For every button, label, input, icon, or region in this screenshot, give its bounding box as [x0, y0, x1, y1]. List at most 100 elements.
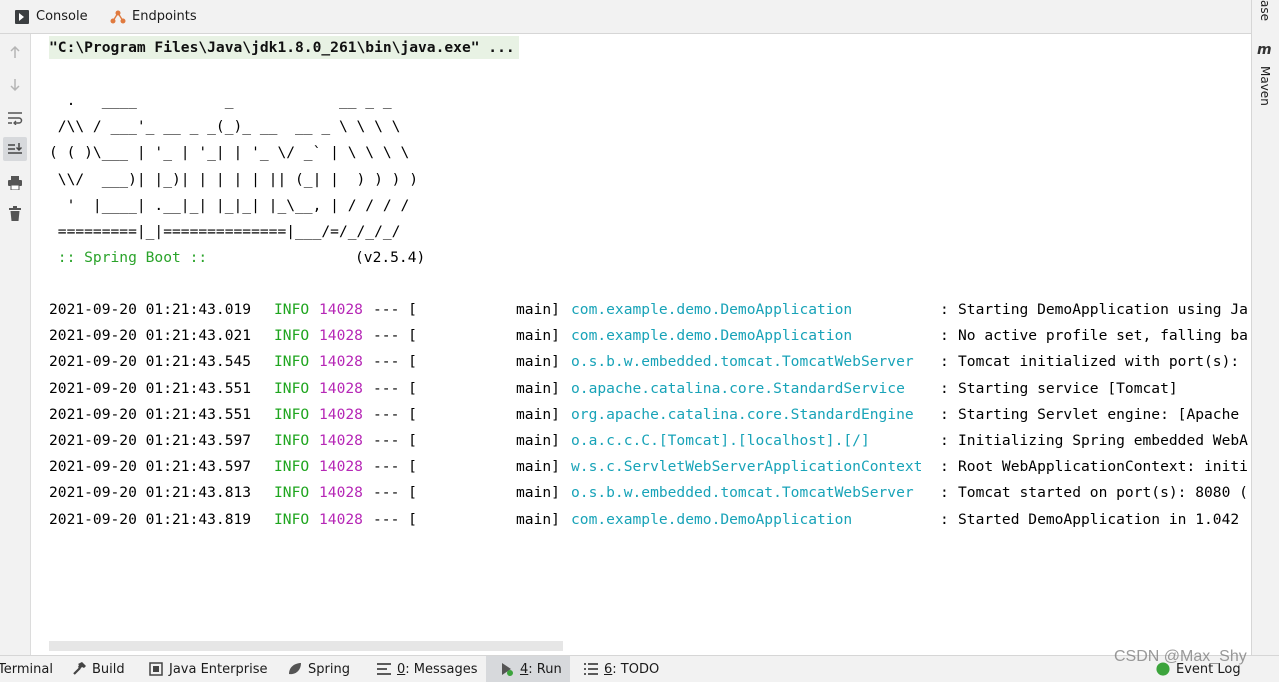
log-colon: : — [940, 431, 949, 449]
log-message: Initializing Spring embedded WebA — [958, 431, 1248, 449]
trash-icon[interactable] — [3, 202, 27, 226]
build-tab[interactable]: Build — [72, 656, 125, 682]
log-date: 2021-09-20 01:21:43.597 — [49, 431, 252, 449]
spring-ascii-banner: . ____ _ __ _ _ /\\ / ___'_ __ _ _(_)_ _… — [49, 92, 419, 241]
java-enterprise-tab[interactable]: Java Enterprise — [149, 656, 267, 682]
log-level: INFO — [274, 353, 310, 371]
log-thread: main] — [516, 379, 560, 397]
spring-boot-version-line: :: Spring Boot :: (v2.5.4) — [49, 245, 426, 271]
log-colon: : — [940, 379, 949, 397]
log-thread: main] — [516, 458, 560, 476]
log-logger: o.s.b.w.embedded.tomcat.TomcatWebServer — [571, 484, 914, 502]
log-message: Starting Servlet engine: [Apache — [958, 405, 1248, 423]
log-logger: com.example.demo.DemoApplication — [571, 510, 853, 528]
log-pid: 14028 — [319, 458, 363, 476]
down-arrow-icon[interactable] — [3, 73, 27, 97]
up-arrow-icon[interactable] — [3, 40, 27, 64]
scroll-to-end-icon[interactable] — [3, 137, 27, 161]
log-separator: --- [ — [373, 484, 417, 502]
print-icon[interactable] — [3, 171, 27, 195]
tab-console-label: Console — [36, 9, 88, 24]
right-tool-strip: ase m Maven — [1251, 0, 1279, 655]
log-level: INFO — [274, 301, 310, 318]
log-thread: main] — [516, 431, 560, 449]
log-pid: 14028 — [319, 431, 363, 449]
run-tab-label: : Run — [528, 661, 562, 677]
maven-tool-label[interactable]: Maven — [1258, 66, 1272, 106]
log-colon: : — [940, 301, 949, 318]
log-pid: 14028 — [319, 301, 363, 318]
tab-endpoints[interactable]: Endpoints — [110, 0, 197, 33]
messages-tab[interactable]: 0: Messages — [377, 656, 478, 682]
log-pid: 14028 — [319, 510, 363, 528]
bottom-tool-bar: Terminal Build Java Enterprise Spring 0:… — [0, 655, 1279, 682]
log-message: Starting service [Tomcat] — [958, 379, 1178, 397]
log-level: INFO — [274, 379, 310, 397]
log-date: 2021-09-20 01:21:43.819 — [49, 510, 252, 528]
spring-boot-version: (v2.5.4) — [355, 249, 426, 266]
build-tab-label: Build — [92, 661, 125, 677]
hammer-icon — [72, 662, 86, 676]
todo-tab-label: : TODO — [612, 661, 660, 677]
log-logger: o.s.b.w.embedded.tomcat.TomcatWebServer — [571, 353, 914, 371]
log-logger: o.apache.catalina.core.StandardService — [571, 379, 905, 397]
todo-tab[interactable]: 6: TODO — [584, 656, 659, 682]
run-tab-key: 4 — [520, 661, 529, 677]
console-toolbar — [0, 34, 31, 655]
log-pid: 14028 — [319, 484, 363, 502]
log-date: 2021-09-20 01:21:43.021 — [49, 327, 252, 345]
console-icon — [14, 9, 30, 25]
log-thread: main] — [516, 510, 560, 528]
log-level: INFO — [274, 484, 310, 502]
csdn-watermark: CSDN @Max_Shy — [1114, 648, 1247, 665]
spring-tab-label: Spring — [308, 661, 350, 677]
log-message: Starting DemoApplication using Ja — [958, 301, 1248, 318]
log-logger: com.example.demo.DemoApplication — [571, 327, 853, 345]
horizontal-scrollbar[interactable] — [49, 641, 563, 651]
maven-icon: m — [1257, 42, 1272, 58]
spring-tab[interactable]: Spring — [288, 656, 350, 682]
tab-endpoints-label: Endpoints — [132, 9, 197, 24]
java-enterprise-icon — [149, 662, 163, 676]
log-message: Root WebApplicationContext: initi — [958, 458, 1248, 476]
log-message: No active profile set, falling ba — [958, 327, 1248, 345]
log-level: INFO — [274, 458, 310, 476]
log-level: INFO — [274, 510, 310, 528]
soft-wrap-icon[interactable] — [3, 106, 27, 130]
log-pid: 14028 — [319, 353, 363, 371]
spring-leaf-icon — [288, 662, 302, 676]
database-tool-label[interactable]: ase — [1258, 0, 1272, 21]
log-separator: --- [ — [373, 353, 417, 371]
messages-icon — [377, 662, 391, 676]
log-date: 2021-09-20 01:21:43.551 — [49, 379, 252, 397]
log-thread: main] — [516, 301, 560, 318]
log-colon: : — [940, 484, 949, 502]
tab-console[interactable]: Console — [14, 0, 88, 33]
log-logger: w.s.c.ServletWebServerApplicationContext — [571, 458, 923, 476]
log-separator: --- [ — [373, 379, 417, 397]
log-date: 2021-09-20 01:21:43.545 — [49, 353, 252, 371]
log-separator: --- [ — [373, 458, 417, 476]
log-colon: : — [940, 353, 949, 371]
messages-tab-label: : Messages — [405, 661, 478, 677]
log-logger: o.a.c.c.C.[Tomcat].[localhost].[/] — [571, 431, 870, 449]
run-tab[interactable]: 4: Run — [486, 656, 570, 682]
log-separator: --- [ — [373, 327, 417, 345]
log-thread: main] — [516, 353, 560, 371]
log-thread: main] — [516, 405, 560, 423]
log-separator: --- [ — [373, 431, 417, 449]
log-logger: com.example.demo.DemoApplication — [571, 301, 853, 318]
log-level: INFO — [274, 327, 310, 345]
log-message: Tomcat initialized with port(s): — [958, 353, 1248, 371]
log-colon: : — [940, 405, 949, 423]
log-level: INFO — [274, 431, 310, 449]
endpoints-icon — [110, 9, 126, 25]
terminal-tab[interactable]: Terminal — [0, 656, 53, 682]
log-message: Started DemoApplication in 1.042 — [958, 510, 1248, 528]
log-colon: : — [940, 458, 949, 476]
console-output[interactable]: "C:\Program Files\Java\jdk1.8.0_261\bin\… — [31, 34, 1251, 655]
log-pid: 14028 — [319, 379, 363, 397]
log-colon: : — [940, 327, 949, 345]
event-log-tab[interactable]: Event Log — [1156, 656, 1241, 682]
todo-tab-key: 6 — [604, 661, 613, 677]
